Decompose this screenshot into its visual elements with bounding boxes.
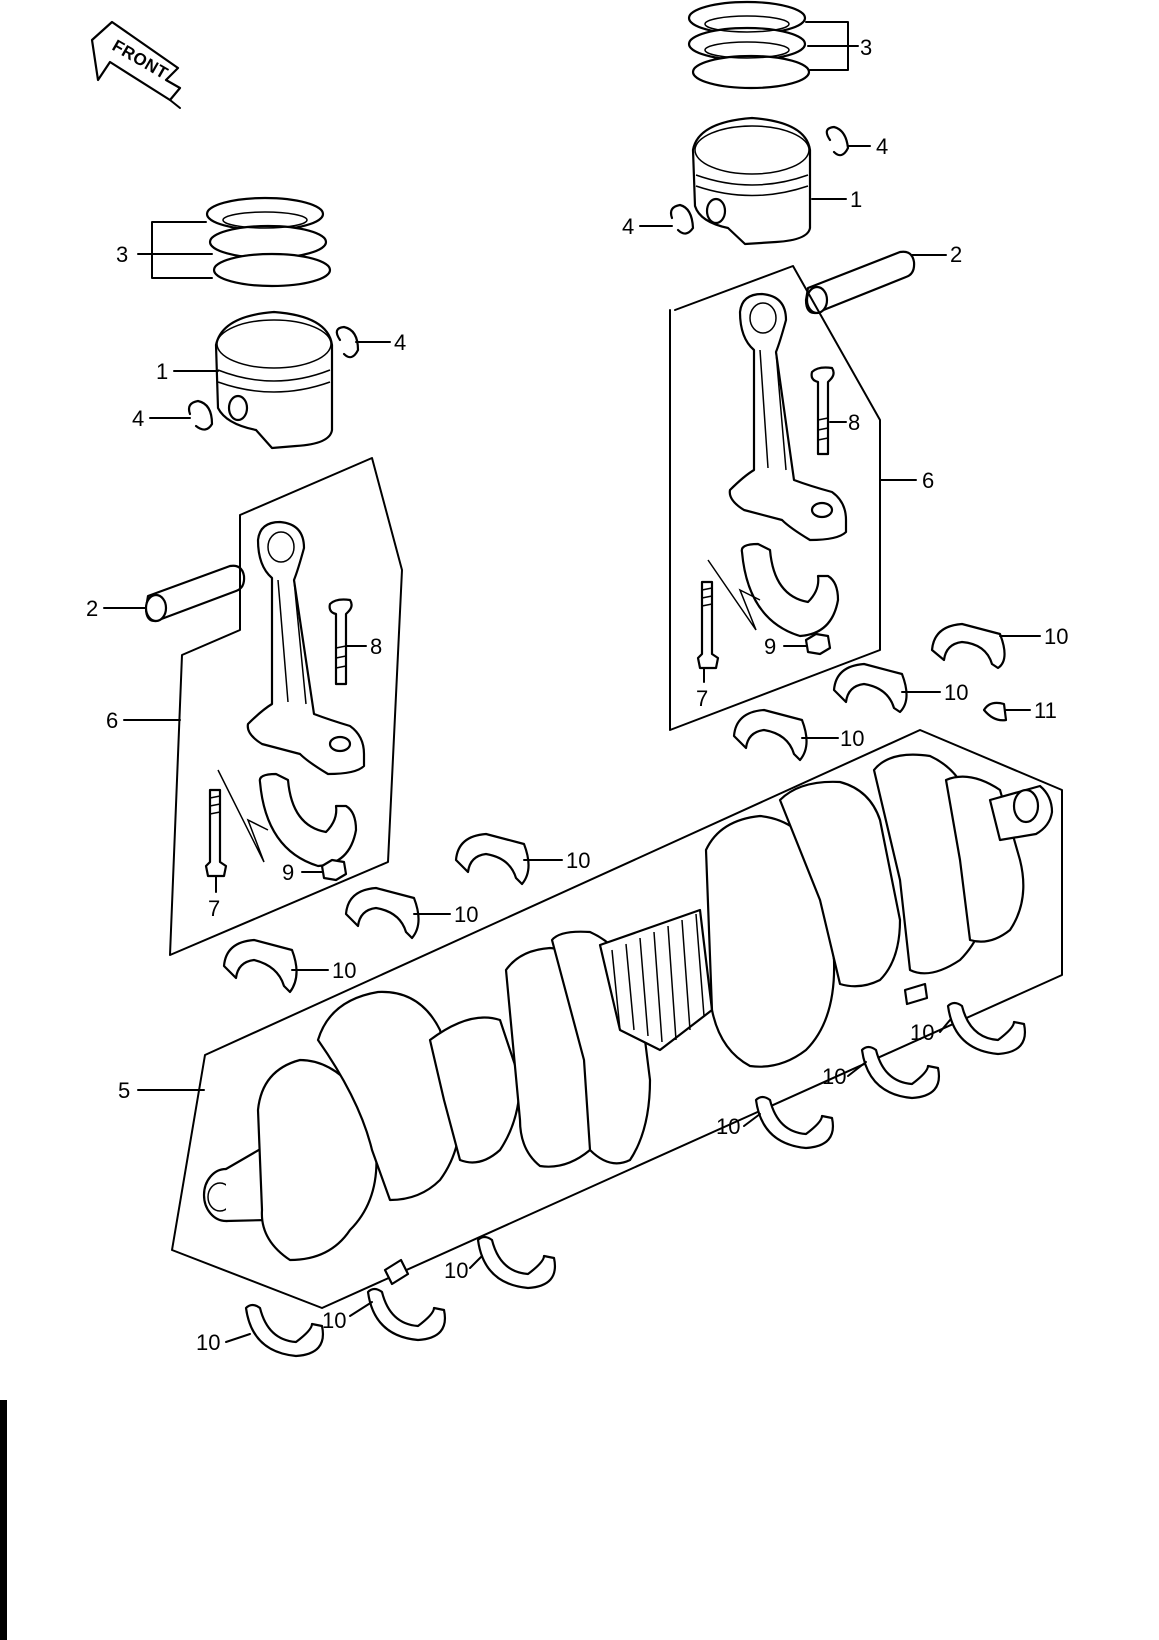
bearing-shell-lower-3 — [754, 1095, 835, 1150]
bearing-shell-upper-4 — [454, 832, 530, 886]
bearing-shell-lower-5 — [366, 1287, 447, 1342]
label-10-j: 10 — [444, 1258, 468, 1283]
label-4-left-upper: 4 — [394, 330, 406, 355]
rod-bolt-8-right — [810, 366, 835, 456]
bearing-shell-lower-1 — [946, 1001, 1027, 1056]
label-4-right-lower: 4 — [622, 214, 634, 239]
rod-bolt-8-left — [328, 598, 353, 686]
label-10-e: 10 — [454, 902, 478, 927]
front-arrow-icon: FRONT — [90, 20, 182, 109]
bearing-shell-upper-1 — [930, 622, 1006, 670]
label-1-left: 1 — [156, 359, 168, 384]
part-labels: 3 4 1 4 2 8 6 9 7 10 10 11 10 3 4 1 4 2 … — [86, 35, 1068, 1355]
label-10-g: 10 — [910, 1020, 934, 1045]
label-11: 11 — [1034, 698, 1057, 723]
label-10-a: 10 — [1044, 624, 1068, 649]
label-9-right: 9 — [764, 634, 776, 659]
label-8-right: 8 — [848, 410, 860, 435]
bearing-shell-upper-2 — [832, 662, 908, 714]
piston-left — [214, 310, 334, 450]
label-4-right-upper: 4 — [876, 134, 888, 159]
label-5: 5 — [118, 1078, 130, 1103]
label-10-i: 10 — [716, 1114, 740, 1139]
piston-right — [691, 116, 812, 246]
label-9-left: 9 — [282, 860, 294, 885]
piston-rings-right — [687, 0, 811, 90]
piston-rings-left — [205, 196, 332, 288]
crankshaft — [202, 753, 1054, 1286]
label-8-left: 8 — [370, 634, 382, 659]
label-6-right: 6 — [922, 468, 934, 493]
bearing-shell-lower-4 — [476, 1235, 557, 1290]
label-3-left: 3 — [116, 242, 128, 267]
label-1-right: 1 — [850, 187, 862, 212]
scan-edge-bar — [0, 1400, 7, 1640]
connecting-rod-left — [246, 520, 366, 776]
bearing-shell-upper-3 — [732, 708, 808, 762]
bearing-shell-lower-2 — [860, 1045, 941, 1100]
label-6-left: 6 — [106, 708, 118, 733]
label-7-left: 7 — [208, 896, 220, 921]
rod-cap-left — [258, 772, 358, 868]
rod-nut-left — [320, 858, 348, 882]
label-10-l: 10 — [196, 1330, 220, 1355]
circlip-left-upper — [335, 325, 360, 359]
label-3-right: 3 — [860, 35, 872, 60]
label-7-right: 7 — [696, 686, 708, 711]
rod-bolt-left — [204, 788, 228, 878]
piston-pin-right — [804, 250, 916, 315]
connecting-rod-right — [728, 292, 848, 542]
bearing-shell-lower-6 — [244, 1303, 325, 1358]
bearing-shell-upper-6 — [222, 938, 298, 994]
label-2-right: 2 — [950, 242, 962, 267]
rod-nut-right — [804, 632, 832, 656]
label-2-left: 2 — [86, 596, 98, 621]
bearing-shell-upper-5 — [344, 886, 420, 940]
leader-lines — [103, 21, 1041, 1343]
label-10-f: 10 — [332, 958, 356, 983]
label-10-b: 10 — [944, 680, 968, 705]
circlip-left-lower — [187, 399, 214, 431]
rod-cap-right — [740, 542, 840, 638]
circlip-right-lower — [669, 203, 695, 235]
label-4-left-lower: 4 — [132, 406, 144, 431]
rod-bolt-right — [696, 580, 720, 670]
label-10-k: 10 — [322, 1308, 346, 1333]
key-11 — [982, 701, 1008, 722]
label-10-c: 10 — [840, 726, 864, 751]
piston-pin-left — [144, 564, 246, 623]
label-10-d: 10 — [566, 848, 590, 873]
circlip-right-upper — [825, 125, 850, 157]
label-10-h: 10 — [822, 1064, 846, 1089]
